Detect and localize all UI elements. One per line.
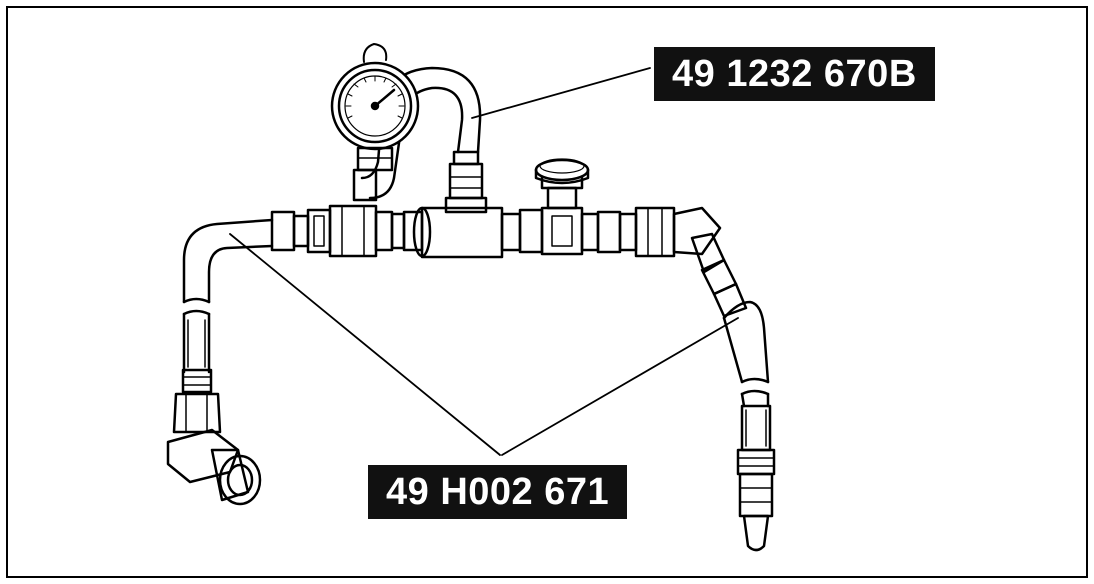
part-number-label-gauge: 49 1232 670B <box>654 47 935 101</box>
leader-lines <box>229 67 739 456</box>
leader-line-right-hose <box>501 317 739 456</box>
diagram-frame: 49 1232 670B 49 H002 671 <box>6 6 1088 578</box>
pressure-gauge <box>330 43 420 172</box>
right-end-fitting <box>736 404 776 552</box>
tool-illustration <box>166 43 776 552</box>
valve-knob <box>534 158 590 210</box>
left-hose <box>182 218 274 374</box>
leader-line-gauge <box>471 67 651 119</box>
part-number-label-hose: 49 H002 671 <box>368 465 628 519</box>
right-hose <box>672 206 770 408</box>
manifold <box>270 204 676 259</box>
leader-line-left-hose <box>229 233 501 456</box>
left-elbow-fitting <box>166 368 262 506</box>
